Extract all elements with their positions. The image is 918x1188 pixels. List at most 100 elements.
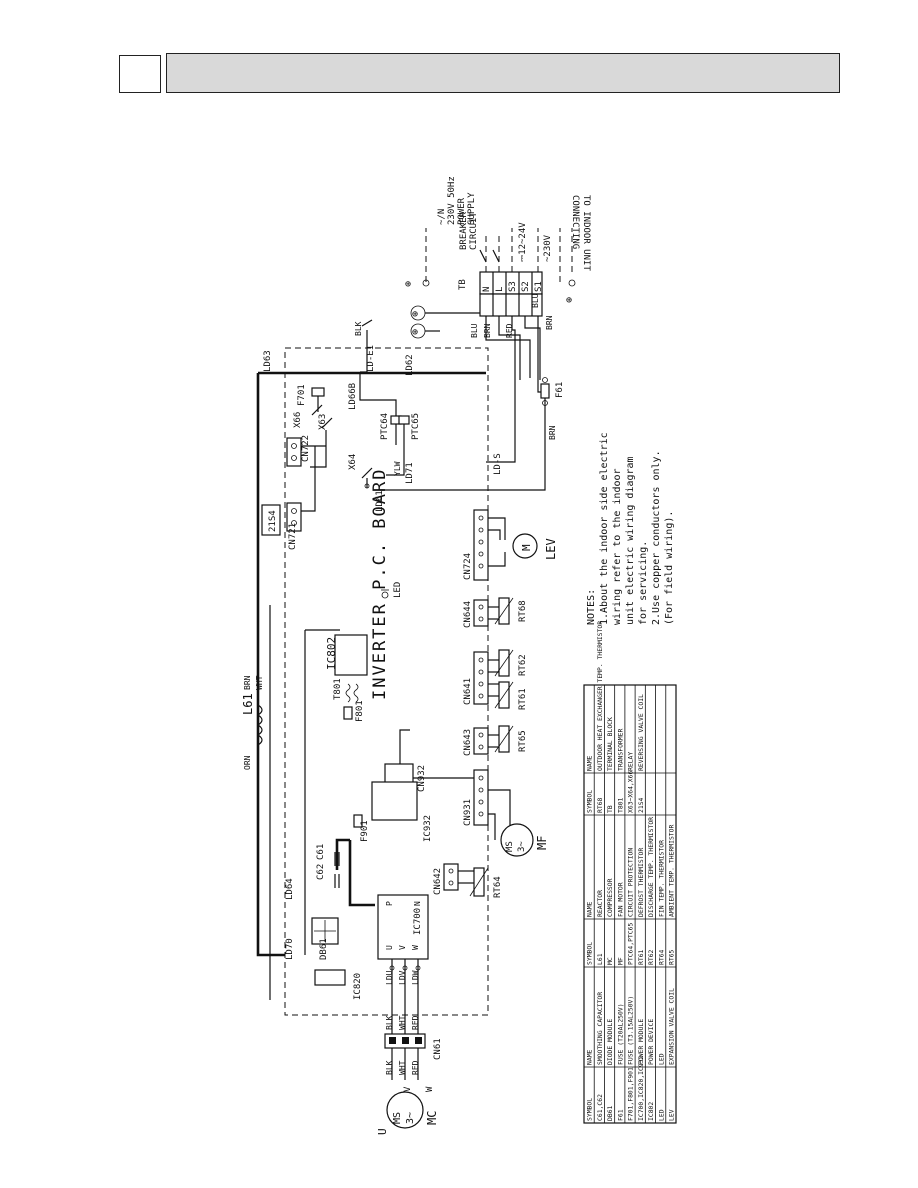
section-title-bar [166,53,840,93]
connector-cn722 [286,437,302,467]
svg-text:⊕: ⊕ [412,327,418,338]
label-mc-v: V [403,1086,413,1092]
wire-label-blu-s2: BLU [531,293,540,308]
label-cn642: CN642 [433,868,443,895]
board-outline [284,347,489,1016]
supply-label-1: ~/N [437,209,447,225]
notes-title: NOTES: [586,589,597,625]
legend-cell: RT68 [596,797,604,813]
legend-cell: POWER MODULE [637,1019,645,1065]
connector-cn642 [443,863,459,891]
legend-cell: FAN MOTOR [616,882,624,917]
to-indoor-label-2: CONNECTING [570,195,580,249]
legend-header-cell: SYMBOL [586,942,594,965]
wire-label-blk-ground: BLK [354,321,363,336]
ic700-pin-n: N [413,901,422,906]
legend-cell: EXPANSION VALVE COIL [668,988,676,1065]
legend-cell: T801 [616,797,624,813]
wire-label-red-mc: RED [411,1060,420,1075]
legend-cell: SMOOTHING CAPACITOR [596,992,604,1065]
label-ic932: IC932 [423,815,433,842]
legend-table: SYMBOLNAMESYMBOLNAMESYMBOLNAMEC61,C62SMO… [583,621,677,1124]
label-mc-u: U [376,1128,389,1135]
tb-label: TB [458,279,468,290]
ic700-pin-v: V [398,945,407,950]
wire-label-blk-mc: BLK [385,1060,394,1075]
svg-text:⊕: ⊕ [405,279,411,290]
label-mf-ms: MS [505,841,515,852]
legend-cell: MC [606,957,614,965]
legend-cell: CIRCUIT PROTECTION [627,848,635,917]
legend-header-cell: NAME [586,755,594,771]
wire-label-brn-l61: BRN [243,675,252,690]
label-f701: F701 [297,384,307,406]
terminal-s3: S3 [508,281,518,292]
label-f801: F801 [355,700,365,722]
terminal-l: L [495,287,505,292]
connector-cn641 [473,651,489,705]
wire-label-ylw: YLW [393,461,402,476]
legend-cell: REACTOR [596,890,604,917]
wire-label-wht-v: WHT [398,1015,407,1030]
label-ic802: IC802 [325,637,338,670]
connector-cn931 [473,769,489,826]
label-rt65: RT65 [518,730,528,752]
label-ptc65: PTC65 [411,413,421,440]
label-cn644: CN644 [463,601,473,628]
compressor-motor-mc [386,1091,424,1129]
legend-cell: LEV [668,1109,676,1121]
label-cn722: CN722 [301,435,311,462]
label-ldu: LDU [385,970,394,985]
svg-text:⊕: ⊕ [566,295,572,306]
wire-label-blk-u: BLK [385,1015,394,1030]
legend-cell: RT64 [657,949,665,965]
label-lde1: LD-E1 [366,345,376,372]
board-title: INVERTER P.C. BOARD [370,468,390,700]
legend-header-cell: SYMBOL [586,790,594,813]
power-module-ic820 [314,969,346,986]
legend-cell: RELAY [627,752,635,771]
connector-cn644 [473,599,489,627]
legend-cell: RT61 [637,949,645,965]
legend-header-cell: NAME [586,1049,594,1065]
legend-cell: FIN TEMP. THERMISTOR [657,840,665,917]
legend-cell: DIODE MODULE [606,1019,614,1065]
terminal-s1: S1 [534,281,544,292]
section-number-box [119,55,161,93]
legend-cell: TRANSFORMER [616,729,624,771]
label-mc: MC [425,1111,439,1125]
terminal-n: N [482,287,492,292]
legend-cell: TERMINAL BLOCK [606,717,614,771]
label-ld71: LD71 [405,462,415,484]
led-label: LED [393,582,403,598]
breaker-label-2: BREAKER [459,211,469,250]
label-x66: X66 [293,412,303,428]
legend-cell: IC802 [647,1102,655,1121]
label-mc-w: W [425,1086,435,1092]
label-x64: X64 [348,454,358,470]
legend-cell: OUTDOOR HEAT EXCHANGER TEMP. THERMISTOR [596,621,604,771]
legend-cell: C61,C62 [596,1094,604,1121]
label-ldw: LDW [411,970,420,985]
fan-motor-mf [500,823,534,857]
label-f901: F901 [360,820,370,842]
label-rt68: RT68 [518,600,528,622]
label-cn724: CN724 [463,553,473,580]
legend-cell: X63~X64,X66 [627,771,635,813]
legend-cell: DB61 [606,1105,614,1121]
label-lev-m: M [520,544,533,551]
wire-label-brn-f61: BRN [548,425,557,440]
legend-cell: F701,F801,F901 [627,1067,635,1121]
legend-cell: L61 [596,953,604,965]
component-21s4 [261,504,281,536]
ac-voltage-label: ~230V [543,234,553,262]
notes-line-4: for servicing. [638,541,649,625]
label-cn932: CN932 [417,765,427,792]
legend-cell: REVERSING VALVE COIL [637,694,645,771]
wire-label-wht-mc: WHT [398,1060,407,1075]
legend-cell: FUSE (T20AL250V) [616,1003,624,1065]
label-ic700: IC700 [413,908,423,935]
legend-cell: PTC64,PTC65 [627,923,635,965]
wire-label-red-w: RED [411,1015,420,1030]
notes: NOTES: 1.About the indoor side electric … [586,432,675,625]
